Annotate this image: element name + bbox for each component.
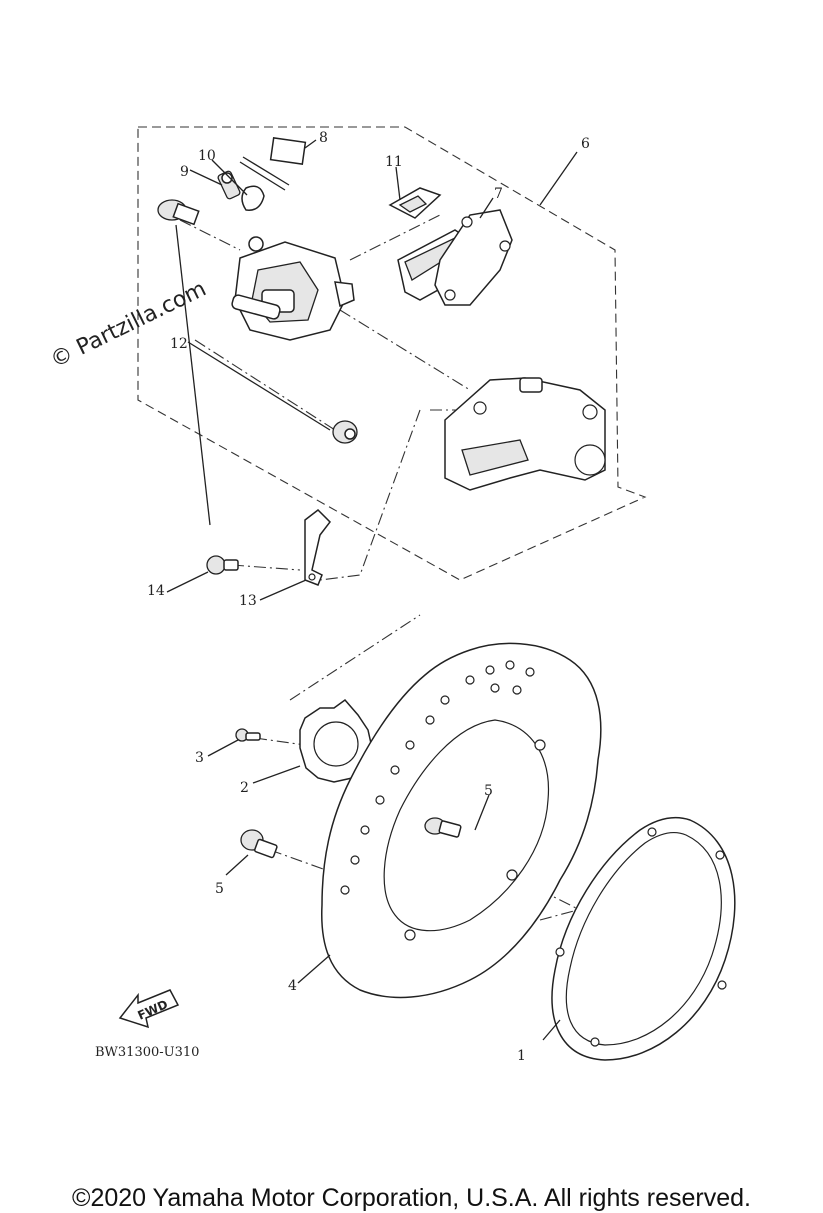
callout-12: 12	[170, 336, 188, 352]
brake-pad-outer	[434, 209, 513, 306]
caliper-bolt	[157, 199, 200, 226]
disc-spacer	[299, 698, 373, 783]
callout-3: 3	[195, 750, 204, 766]
callout-14: 14	[147, 583, 165, 599]
bleed-screw	[217, 170, 241, 200]
callout-13: 13	[239, 593, 257, 609]
pad-spring	[388, 187, 442, 219]
bleed-screw-cap	[241, 185, 265, 211]
disc-bolt-lower	[240, 829, 278, 859]
callout-4: 4	[288, 978, 297, 994]
copyright-notice: ©2020 Yamaha Motor Corporation, U.S.A. A…	[72, 1184, 751, 1212]
watermark-text: © Partzilla.com	[47, 276, 211, 373]
disc-gasket	[551, 817, 736, 1061]
callout-7: 7	[494, 186, 503, 202]
drawing-code: BW31300-U310	[95, 1045, 199, 1060]
callout-1: 1	[517, 1048, 526, 1064]
hose-guide	[304, 509, 331, 586]
callout-5-lower: 5	[215, 881, 224, 897]
callout-2: 2	[240, 780, 249, 796]
callout-6: 6	[581, 136, 590, 152]
callout-9: 9	[180, 164, 189, 180]
callout-10: 10	[198, 148, 216, 164]
callout-labels: 1 2 3 4 5 5 6 7 8 9 10 11 12 13 14	[147, 130, 590, 1064]
caliper-assembly-outline	[137, 126, 647, 581]
callout-5-upper: 5	[484, 783, 493, 799]
brake-pad-pin	[239, 137, 307, 191]
hose-guide-screw	[206, 555, 239, 575]
caliper-bracket	[444, 377, 606, 491]
callout-8: 8	[319, 130, 328, 146]
disc-bolt-upper	[424, 817, 462, 838]
callout-11: 11	[385, 154, 403, 170]
spacer-bolt	[235, 728, 261, 742]
brake-caliper-body	[231, 236, 355, 341]
bracket-bolt	[332, 420, 358, 444]
disc-holes	[340, 660, 546, 941]
leader-lines	[166, 139, 578, 1041]
brake-disc	[321, 642, 602, 999]
forward-arrow: FWD	[118, 989, 180, 1029]
